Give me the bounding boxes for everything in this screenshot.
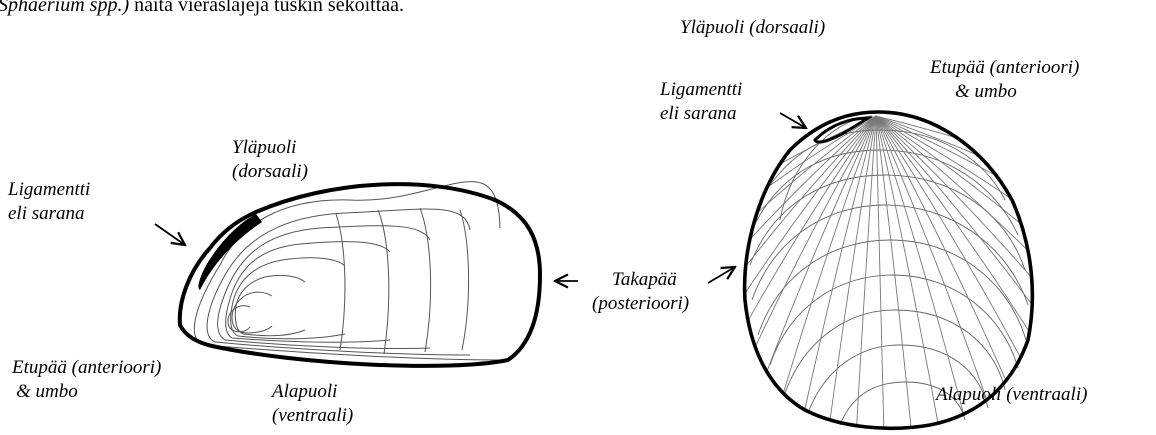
right-anterior-line1: Etupää (anterioori): [930, 56, 1079, 80]
left-ventral-label: Alapuoli (ventraali): [272, 380, 353, 428]
right-dorsal-label: Yläpuoli (dorsaali): [680, 16, 825, 40]
growth-line: [218, 226, 430, 349]
left-dorsal-label: Yläpuoli (dorsaali): [232, 136, 308, 184]
radial-rib: [767, 116, 876, 372]
left-ligament-label: Ligamentti eli sarana: [8, 178, 90, 226]
right-ligament-line2: eli sarana: [660, 102, 742, 126]
left-ventral-line1: Alapuoli: [272, 380, 353, 404]
radial-ribs: [745, 116, 1032, 428]
radial-rib: [876, 116, 964, 414]
growth-line: [226, 242, 390, 343]
ligament-arrow-left: [155, 224, 185, 245]
left-anterior-label: Etupää (anterioori) & umbo: [12, 356, 161, 404]
left-dorsal-line2: (dorsaali): [232, 160, 308, 184]
growth-line: [194, 182, 500, 360]
left-dorsal-line1: Yläpuoli: [232, 136, 308, 160]
right-ventral-label: Alapuoli (ventraali): [936, 383, 1087, 407]
left-shell: [180, 182, 540, 366]
radial-rib: [876, 116, 938, 423]
posterior-line2: (posterioori): [592, 292, 689, 316]
growth-line: [231, 258, 345, 339]
right-anterior-line2: & umbo: [930, 80, 1079, 104]
growth-line: [336, 214, 345, 350]
posterior-arrow-right: [708, 267, 735, 283]
left-ventral-line2: (ventraali): [272, 404, 353, 428]
radial-rib: [750, 116, 876, 240]
left-ligament-line1: Ligamentti: [8, 178, 90, 202]
right-anterior-label: Etupää (anterioori) & umbo: [930, 56, 1079, 104]
growth-line: [460, 210, 469, 350]
radial-rib: [745, 116, 876, 294]
radial-rib: [876, 116, 1032, 305]
radial-rib: [876, 116, 884, 428]
ligament-arrow-right: [780, 113, 806, 128]
right-shell: [745, 112, 1033, 428]
left-ligament-line2: eli sarana: [8, 202, 90, 226]
posterior-label: Takapää (posterioori): [592, 268, 689, 316]
right-ligament-label: Ligamentti eli sarana: [660, 78, 742, 126]
growth-line: [378, 210, 389, 354]
right-ligament-line1: Ligamentti: [660, 78, 742, 102]
radial-rib: [876, 116, 1021, 358]
left-anterior-line1: Etupää (anterioori): [12, 356, 161, 380]
posterior-line1: Takapää: [592, 268, 689, 292]
left-anterior-line2: & umbo: [12, 380, 161, 404]
growth-line: [420, 208, 431, 352]
